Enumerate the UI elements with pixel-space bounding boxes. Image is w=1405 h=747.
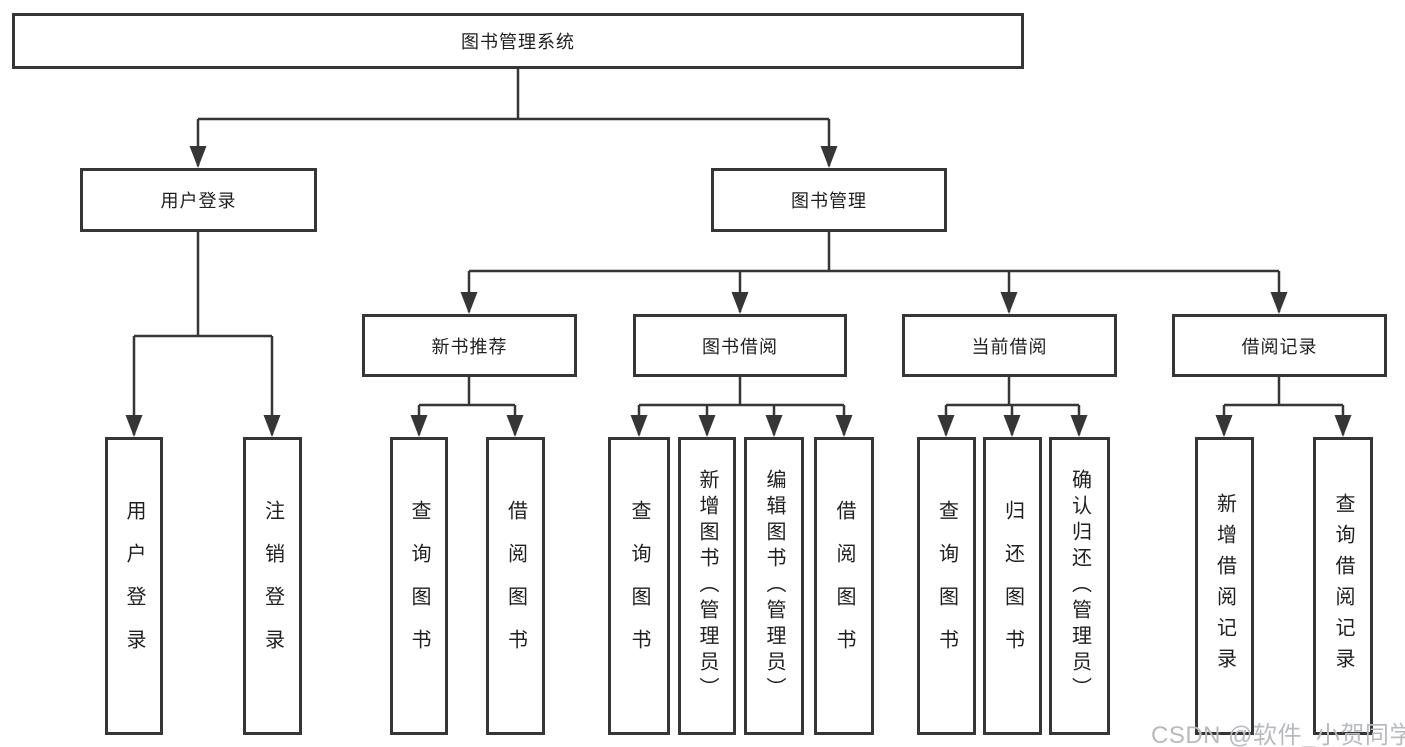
leaf-borrow-books-label: 借阅图书 (833, 500, 855, 672)
leaf-borrow-books-recommend-label: 借阅图书 (504, 500, 527, 672)
leaf-return-books: 归还图书 (983, 437, 1042, 735)
node-user-login-label: 用户登录 (160, 191, 237, 211)
node-borrowing-records-label: 借阅记录 (1241, 336, 1318, 357)
node-current-borrowing: 当前借阅 (902, 314, 1117, 377)
node-current-borrowing-label: 当前借阅 (971, 336, 1048, 357)
leaf-user-login: 用户登录 (105, 437, 163, 735)
leaf-query-books-borrowing: 查询图书 (608, 437, 670, 735)
node-root-label: 图书管理系统 (461, 32, 575, 52)
node-borrowing-records: 借阅记录 (1172, 314, 1387, 377)
leaf-borrow-books: 借阅图书 (814, 437, 874, 735)
node-book-management-label: 图书管理 (791, 191, 867, 211)
leaf-add-book-admin-label: 新增图书（管理员） (696, 469, 718, 703)
leaf-logout-login: 注销登录 (243, 437, 302, 735)
leaf-add-borrow-record-label: 新增借阅记录 (1213, 493, 1236, 679)
leaf-query-books-recommend-label: 查询图书 (408, 500, 430, 672)
leaf-query-borrow-record: 查询借阅记录 (1313, 437, 1373, 735)
node-user-login: 用户登录 (80, 168, 317, 232)
leaf-logout-login-label: 注销登录 (261, 500, 284, 672)
node-new-book-recommend: 新书推荐 (362, 314, 577, 377)
leaf-edit-book-admin-label: 编辑图书（管理员） (763, 469, 785, 703)
node-book-management: 图书管理 (711, 168, 947, 232)
leaf-query-books-borrowing-label: 查询图书 (628, 500, 650, 672)
leaf-query-books-recommend: 查询图书 (390, 437, 448, 735)
node-new-book-recommend-label: 新书推荐 (431, 336, 508, 357)
leaf-return-books-label: 归还图书 (1001, 500, 1024, 672)
leaf-borrow-books-recommend: 借阅图书 (486, 437, 545, 735)
node-root: 图书管理系统 (12, 13, 1024, 69)
node-book-borrowing-label: 图书借阅 (702, 336, 778, 357)
csdn-watermark: CSDN @软件_小贺同学 (1151, 722, 1405, 747)
leaf-user-login-label: 用户登录 (123, 500, 145, 672)
leaf-query-books-current-label: 查询图书 (935, 500, 958, 672)
leaf-query-borrow-record-label: 查询借阅记录 (1332, 493, 1354, 679)
leaf-add-book-admin: 新增图书（管理员） (678, 437, 736, 735)
leaf-edit-book-admin: 编辑图书（管理员） (744, 437, 804, 735)
leaf-confirm-return-admin: 确认归还（管理员） (1049, 437, 1110, 735)
leaf-confirm-return-admin-label: 确认归还（管理员） (1068, 469, 1091, 703)
leaf-query-books-current: 查询图书 (917, 437, 976, 735)
leaf-add-borrow-record: 新增借阅记录 (1195, 437, 1254, 735)
node-book-borrowing: 图书借阅 (633, 314, 847, 377)
